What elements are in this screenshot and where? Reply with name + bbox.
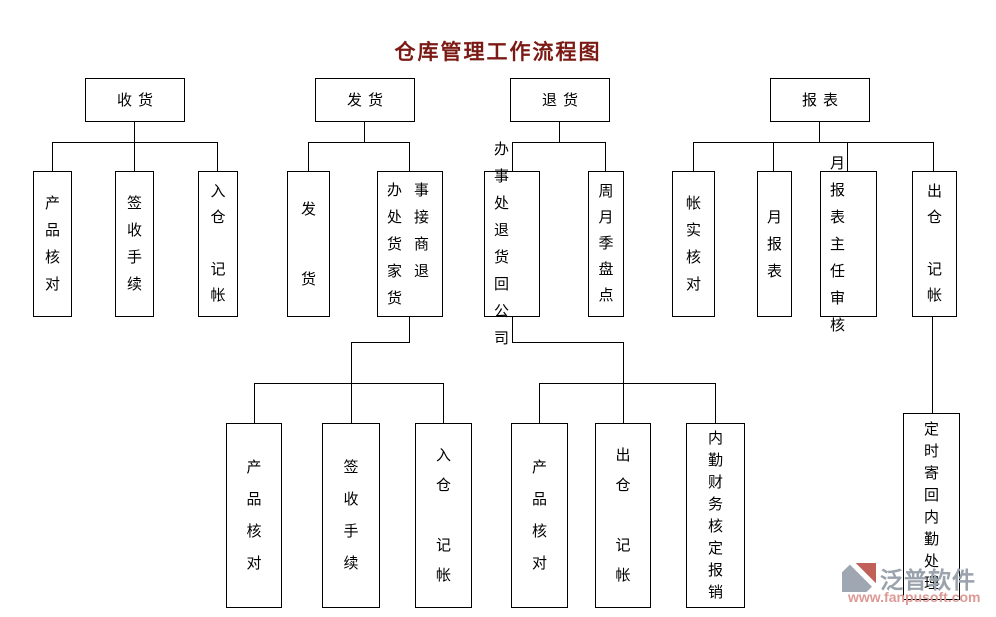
connector-line — [715, 383, 716, 423]
connector-line — [693, 142, 694, 171]
connector-line — [254, 383, 444, 384]
connector-line — [847, 142, 848, 171]
node-report-director-review: 月报 表主 任审 核 — [820, 155, 877, 334]
node-ship-office-merchant-return: 办事 处接 货商 家退 货 — [377, 171, 443, 317]
node-return-outbound-bookkeeping: 出 仓 记 帐 — [595, 423, 651, 608]
connector-line — [52, 142, 53, 171]
node-ship-dispatch: 发 货 — [287, 171, 330, 317]
node-report-mail-back-office: 定 时 寄 回 内 勤 处 理 — [903, 413, 960, 600]
connector-line — [351, 342, 352, 423]
connector-line — [409, 317, 410, 343]
connector-line — [539, 383, 540, 423]
connector-line — [933, 142, 934, 171]
connector-line — [443, 383, 444, 423]
page-title: 仓库管理工作流程图 — [394, 41, 602, 64]
connector-line — [409, 142, 410, 171]
connector-line — [693, 142, 933, 143]
node-report-outbound-bookkeeping: 出 仓 记 帐 — [912, 171, 957, 317]
connector-line — [932, 317, 933, 413]
node-return-product-check: 产 品 核 对 — [511, 423, 568, 608]
connector-line — [512, 142, 513, 171]
node-receive-product-check: 产 品 核 对 — [33, 171, 72, 317]
connector-line — [512, 142, 606, 143]
connector-line — [52, 142, 218, 143]
connector-line — [217, 142, 218, 171]
node-receive-inbound-bookkeeping: 入 仓 记 帐 — [198, 171, 238, 317]
fanpu-logo-icon — [842, 563, 876, 592]
node-ship-product-check: 产 品 核 对 — [226, 423, 282, 608]
connector-line — [308, 142, 309, 171]
connector-line — [623, 342, 624, 423]
connector-line — [364, 122, 365, 142]
watermark-url: www.fanpusoft.com — [848, 589, 981, 605]
watermark: 泛普软件 www.fanpusoft.com — [840, 561, 990, 609]
node-return-finance-approve-expense: 内 勤 财 务 核 定 报 销 — [686, 423, 745, 608]
watermark-brand: 泛普软件 — [880, 567, 976, 593]
connector-line — [134, 122, 135, 142]
connector-line — [134, 142, 135, 171]
node-ship: 发货 — [315, 78, 415, 122]
connector-line — [512, 342, 624, 343]
node-receive: 收货 — [85, 78, 185, 122]
connector-line — [605, 142, 606, 171]
connector-line — [254, 383, 255, 423]
node-report-monthly: 月 报 表 — [757, 171, 792, 317]
node-receive-sign-procedure: 签 收 手 续 — [115, 171, 154, 317]
node-ship-inbound-bookkeeping: 入 仓 记 帐 — [415, 423, 472, 608]
node-report: 报表 — [770, 78, 870, 122]
node-return: 退货 — [510, 78, 610, 122]
connector-line — [539, 383, 716, 384]
node-return-office-to-company: 办事 处退 货回 公司 — [484, 141, 540, 347]
connector-line — [559, 122, 560, 142]
connector-line — [512, 317, 513, 343]
connector-line — [308, 142, 410, 143]
connector-line — [351, 342, 410, 343]
node-report-account-verify: 帐 实 核 对 — [672, 171, 715, 317]
node-return-periodic-inventory: 周 月 季 盘 点 — [588, 171, 624, 317]
connector-line — [773, 142, 774, 171]
node-ship-sign-procedure: 签 收 手 续 — [322, 423, 380, 608]
connector-line — [819, 122, 820, 142]
